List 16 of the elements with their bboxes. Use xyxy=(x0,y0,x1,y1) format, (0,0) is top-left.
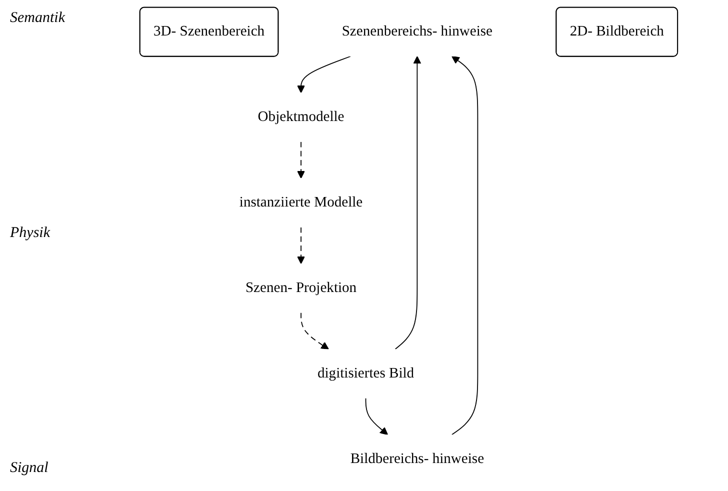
node-text: instanziierte Modelle xyxy=(240,194,363,210)
arrow xyxy=(366,398,388,435)
arrow xyxy=(395,56,422,350)
level-label: Signal xyxy=(10,460,48,477)
arrow xyxy=(297,226,306,264)
node-text: digitisiertes Bild xyxy=(318,366,414,381)
level-label: Semantik xyxy=(10,10,65,27)
arrow xyxy=(297,56,352,94)
arrow xyxy=(297,141,306,179)
arrow xyxy=(452,56,478,436)
node-text: Szenen- Projektion xyxy=(246,280,357,296)
node-text: Szenenbereichs- hinweise xyxy=(342,24,493,40)
arrow xyxy=(300,312,330,350)
node-text: Bildbereichs- hinweise xyxy=(350,450,484,466)
node-text: Objektmodelle xyxy=(258,109,345,125)
level-label: Physik xyxy=(10,225,50,242)
